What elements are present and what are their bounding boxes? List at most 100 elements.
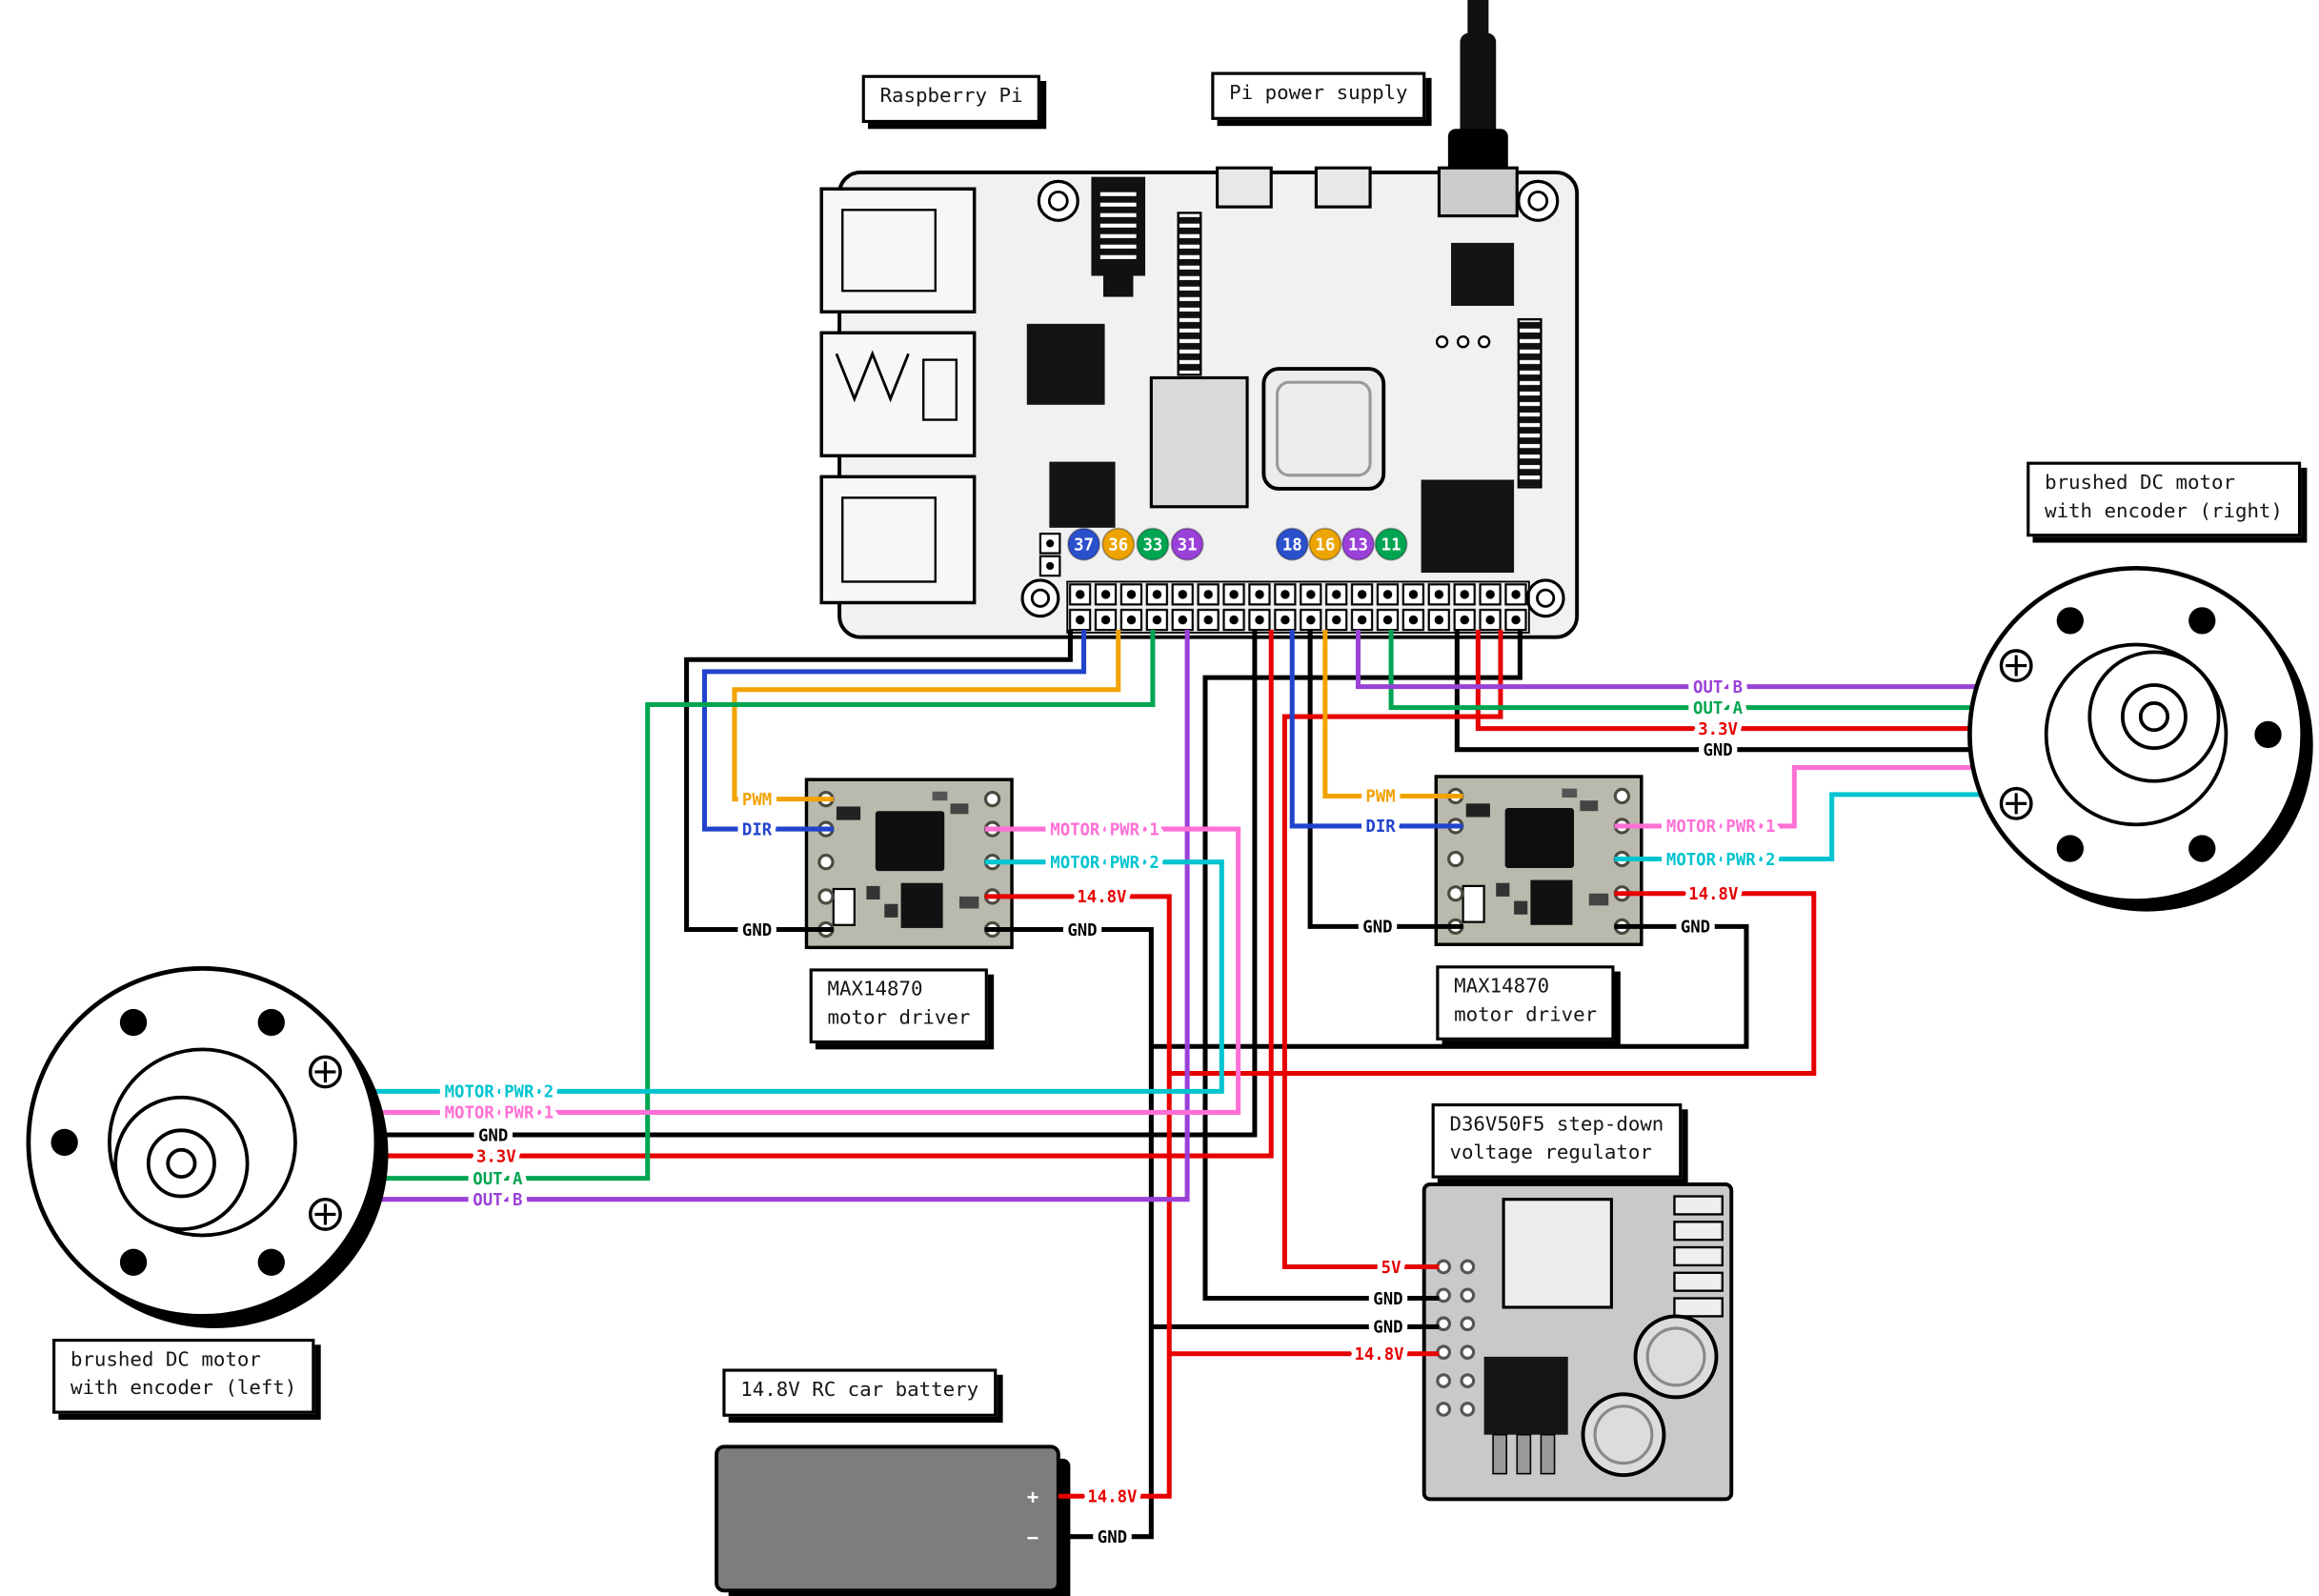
wire-3v3-motor-left [374, 629, 1274, 1159]
motor-right-screws [1999, 649, 2033, 820]
wire-label-mpwr1-dr: MOTOR PWR 1 [1666, 818, 1776, 837]
gpio-badge-36 [1101, 527, 1136, 561]
motor-right-shaft [2138, 701, 2169, 733]
wire-outb-right [1355, 629, 1994, 690]
wire-label-outb-mr: OUT B [1693, 678, 1743, 697]
wire-label-outb-ml: OUT B [473, 1191, 522, 1210]
wire-label-148v-reg: 14.8V [1354, 1345, 1403, 1364]
regulator-ic [1502, 1198, 1613, 1309]
wire-label-outa-ml: OUT A [473, 1170, 523, 1189]
max14870-board-right [1434, 775, 1643, 946]
processor [1261, 367, 1386, 491]
chip-2 [1049, 461, 1116, 528]
power-cable-cord [1467, 0, 1489, 43]
battery-minus-terminal: − [1027, 1526, 1039, 1549]
pi-mount-holes [1020, 179, 1565, 618]
wire-label-mpwr2-ml: MOTOR PWR 2 [445, 1083, 555, 1102]
wire-3v3-motor-right [1475, 629, 1994, 732]
label-battery: 14.8V RC car battery [722, 1368, 997, 1417]
wire-gnd-pi-driver-left [684, 629, 1073, 933]
gpio-pin-badges: 37 36 33 31 18 16 13 11 [1067, 527, 1408, 561]
wire-label-gnd-mr: GND [1703, 741, 1732, 760]
gpio-badge-18 [1275, 527, 1309, 561]
pi-top-components [1091, 166, 1519, 376]
gpio-badge-11-label: 11 [1381, 535, 1401, 555]
pi-chips [1026, 242, 1543, 574]
regulator-board [1422, 1182, 1734, 1502]
wire-label-mpwr1-ml: MOTOR PWR 1 [445, 1104, 555, 1123]
wires [374, 629, 1994, 1540]
ram-chip [1149, 375, 1249, 509]
label-raspberry-pi-text: Raspberry Pi [879, 85, 1023, 109]
wire-148v-battery-trunk [984, 894, 1172, 1499]
wire-label-gnd-batt: GND [1098, 1528, 1127, 1547]
gpio-badge-16-label: 16 [1315, 535, 1335, 555]
motor-left-shaft [166, 1147, 197, 1179]
gpio-badge-13 [1341, 527, 1375, 561]
usb-port-2 [819, 475, 977, 605]
wire-label-gnd-dl-in: GND [742, 921, 772, 940]
usb-c-port [1437, 166, 1519, 218]
chip-1 [1026, 323, 1105, 405]
power-transistor [1483, 1356, 1568, 1435]
wire-label-gnd-reg1: GND [1373, 1290, 1402, 1309]
gpio-badge-31 [1170, 527, 1204, 561]
wire-outa-right [1388, 629, 1994, 711]
motor-left-graphic [26, 966, 389, 1329]
gpio-badge-18-label: 18 [1282, 535, 1302, 555]
battery-plus-terminal: + [1027, 1485, 1039, 1508]
wire-label-mpwr1-dl: MOTOR PWR 1 [1050, 820, 1160, 839]
regulator-header [1673, 1195, 1724, 1318]
wire-label-dir-left: DIR [742, 820, 773, 839]
hdmi-port-1 [1216, 166, 1273, 209]
gpio-badge-36-label: 36 [1108, 535, 1128, 555]
camera-connector [1517, 317, 1543, 489]
wire-label-5v-reg: 5V [1381, 1259, 1401, 1278]
wire-dir-left [701, 629, 1087, 832]
gpio-badge-33-label: 33 [1143, 535, 1163, 555]
wire-mpwr2-left [374, 859, 1224, 1094]
chip-3 [1451, 242, 1515, 306]
wire-label-pwm-right: PWM [1365, 788, 1395, 807]
battery-graphic: + − [715, 1444, 1071, 1596]
wire-label-gnd-ml: GND [478, 1126, 508, 1145]
wire-label-3v3-mr: 3.3V [1698, 720, 1738, 739]
label-pi-power-supply-text: Pi power supply [1229, 82, 1408, 106]
wire-label-outa-mr: OUT A [1693, 699, 1744, 718]
gpio-badge-31-label: 31 [1178, 535, 1198, 555]
wire-label-gnd-reg2: GND [1373, 1319, 1402, 1338]
driver-main-chip [875, 811, 945, 872]
wire-label-3v3-ml: 3.3V [476, 1147, 516, 1166]
wire-label-pwm-left: PWM [742, 791, 772, 810]
driver-chip-2 [900, 882, 943, 928]
label-raspberry-pi: Raspberry Pi [861, 74, 1041, 123]
power-cable [1447, 0, 1508, 183]
motor-right-graphic [1967, 565, 2313, 912]
wire-label-148v-dl: 14.8V [1077, 888, 1126, 907]
wire-label-gnd-dr-in: GND [1362, 919, 1392, 938]
gpio-header [1066, 580, 1530, 634]
wire-gnd-pi-driver-right [1307, 629, 1463, 929]
gpio-badge-37 [1067, 527, 1101, 561]
wire-pwm-right [1322, 629, 1463, 798]
raspberry-pi-board: 37 36 33 31 18 16 13 11 [819, 166, 1580, 639]
gpio-badge-37-label: 37 [1074, 535, 1094, 555]
wire-148v-driver-right [1169, 891, 1817, 1077]
motor-left-screws [308, 1055, 342, 1231]
power-cable-body [1460, 32, 1497, 138]
wire-gnd-pi-motor-left [374, 629, 1258, 1138]
wire-gnd-driver-right [1151, 923, 1749, 1049]
gpio-badge-11 [1374, 527, 1408, 561]
gpio-badge-16 [1308, 527, 1342, 561]
wire-label-mpwr2-dr: MOTOR PWR 2 [1666, 851, 1776, 870]
wire-label-gnd-dr-out: GND [1681, 919, 1710, 938]
wire-label-dir-right: DIR [1365, 818, 1396, 837]
wire-pwm-left [732, 629, 1121, 802]
jumper-pins [1039, 533, 1061, 577]
